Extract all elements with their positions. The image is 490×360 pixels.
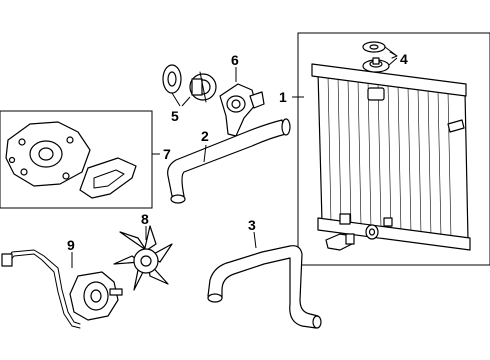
- callout-6: 6: [231, 52, 239, 68]
- drain-plug: [325, 233, 355, 251]
- radiator-cap: [362, 41, 390, 73]
- callout-2: 2: [201, 128, 209, 144]
- water-pump-group-box: [0, 110, 153, 209]
- cooling-fan-blade: [113, 225, 173, 291]
- leader-5b: [181, 96, 191, 107]
- thermostat: [189, 71, 217, 103]
- callout-1: 1: [279, 89, 287, 105]
- callout-9: 9: [67, 237, 75, 253]
- drain-plug-washer: [365, 224, 379, 240]
- leader-3: [253, 231, 257, 249]
- thermostat-housing: [219, 83, 265, 137]
- callout-7: 7: [163, 146, 171, 162]
- water-pump-group: [0, 110, 153, 209]
- lower-radiator-hose: [207, 245, 322, 329]
- leader-2: [203, 144, 207, 163]
- radiator-group: [297, 32, 490, 266]
- callout-8: 8: [141, 211, 149, 227]
- callout-5: 5: [171, 108, 179, 124]
- fan-motor: [1, 249, 123, 329]
- thermostat-gasket: [162, 64, 182, 94]
- leader-4b: [388, 57, 398, 66]
- radiator-group-box: [297, 32, 490, 266]
- callout-4: 4: [400, 51, 408, 67]
- upper-radiator-hose: [167, 118, 291, 204]
- leader-5a: [171, 92, 181, 107]
- callout-3: 3: [248, 217, 256, 233]
